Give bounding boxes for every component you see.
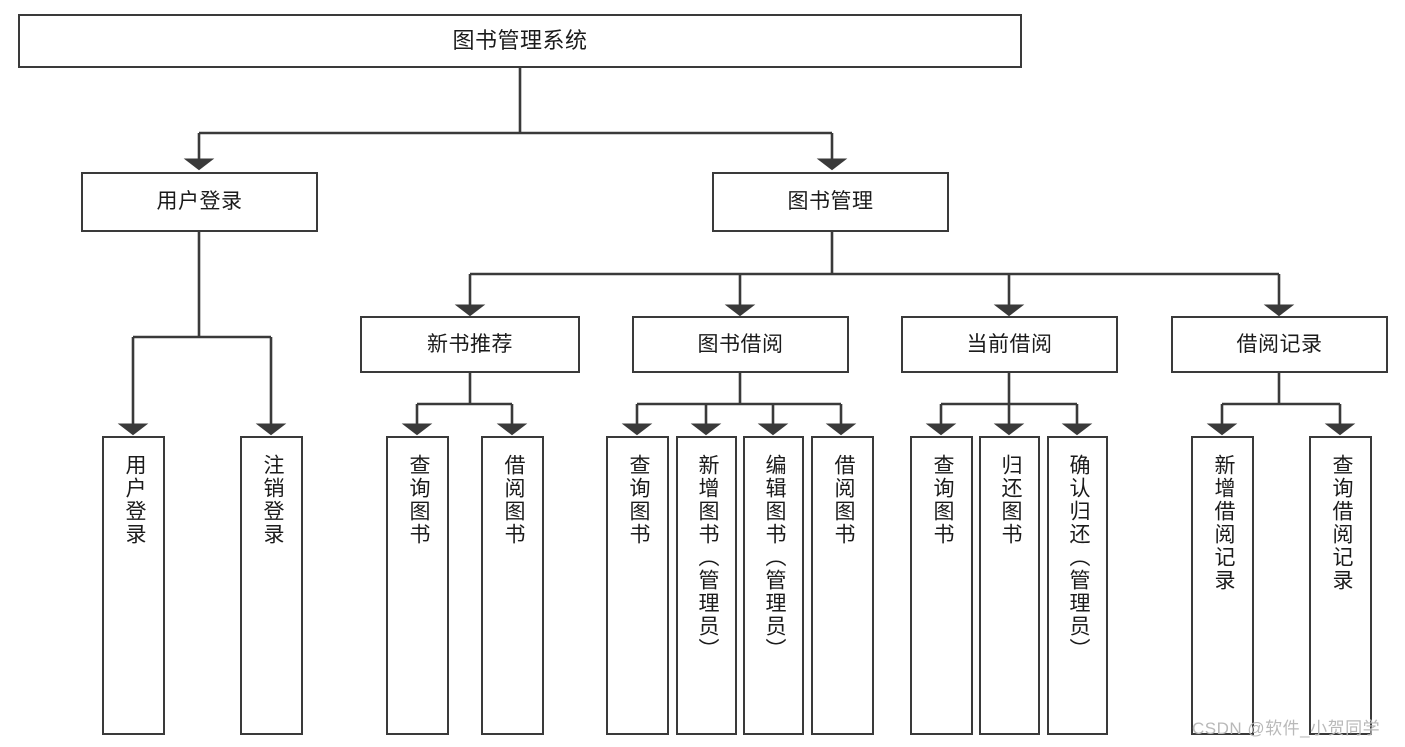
- node-book-management-label: 图书管理: [787, 190, 874, 214]
- leaf-add-book-admin-label: 新增图书（管理员）: [695, 454, 719, 661]
- node-book-borrow[interactable]: 图书借阅: [632, 316, 849, 373]
- node-book-borrow-label: 图书借阅: [697, 332, 784, 356]
- leaf-borrow-book-1[interactable]: 借阅图书: [481, 436, 544, 735]
- node-root-label: 图书管理系统: [452, 27, 588, 53]
- leaf-query-book-3[interactable]: 查询图书: [910, 436, 973, 735]
- leaf-user-logout-label: 注销登录: [260, 454, 284, 546]
- leaf-query-book-2[interactable]: 查询图书: [606, 436, 669, 735]
- leaf-return-book-label: 归还图书: [998, 454, 1022, 546]
- leaf-edit-book-admin[interactable]: 编辑图书（管理员）: [743, 436, 804, 735]
- leaf-add-book-admin[interactable]: 新增图书（管理员）: [676, 436, 737, 735]
- leaf-query-borrow-record[interactable]: 查询借阅记录: [1309, 436, 1372, 735]
- leaf-confirm-return-admin[interactable]: 确认归还（管理员）: [1047, 436, 1108, 735]
- leaf-query-borrow-record-label: 查询借阅记录: [1329, 454, 1353, 592]
- node-new-book-recommend[interactable]: 新书推荐: [360, 316, 580, 373]
- leaf-edit-book-admin-label: 编辑图书（管理员）: [762, 454, 786, 661]
- leaf-user-login-label: 用户登录: [122, 454, 146, 546]
- node-user-login[interactable]: 用户登录: [81, 172, 318, 232]
- node-new-book-recommend-label: 新书推荐: [427, 332, 513, 356]
- leaf-query-book-3-label: 查询图书: [930, 454, 954, 546]
- node-borrow-record[interactable]: 借阅记录: [1171, 316, 1388, 373]
- leaf-query-book-2-label: 查询图书: [626, 454, 650, 546]
- leaf-query-book-1-label: 查询图书: [406, 454, 430, 546]
- leaf-add-borrow-record[interactable]: 新增借阅记录: [1191, 436, 1254, 735]
- leaf-confirm-return-admin-label: 确认归还（管理员）: [1066, 454, 1090, 661]
- node-current-borrow[interactable]: 当前借阅: [901, 316, 1118, 373]
- leaf-user-logout[interactable]: 注销登录: [240, 436, 303, 735]
- leaf-add-borrow-record-label: 新增借阅记录: [1211, 454, 1235, 592]
- node-current-borrow-label: 当前借阅: [966, 332, 1053, 356]
- leaf-borrow-book-2[interactable]: 借阅图书: [811, 436, 874, 735]
- leaf-query-book-1[interactable]: 查询图书: [386, 436, 449, 735]
- node-borrow-record-label: 借阅记录: [1236, 332, 1323, 356]
- leaf-borrow-book-1-label: 借阅图书: [501, 454, 525, 546]
- node-user-login-label: 用户登录: [156, 190, 243, 214]
- node-book-management[interactable]: 图书管理: [712, 172, 949, 232]
- leaf-borrow-book-2-label: 借阅图书: [831, 454, 855, 546]
- node-root[interactable]: 图书管理系统: [18, 14, 1022, 68]
- leaf-return-book[interactable]: 归还图书: [979, 436, 1040, 735]
- watermark-text: CSDN @软件_小贺同学: [1192, 719, 1381, 738]
- leaf-user-login[interactable]: 用户登录: [102, 436, 165, 735]
